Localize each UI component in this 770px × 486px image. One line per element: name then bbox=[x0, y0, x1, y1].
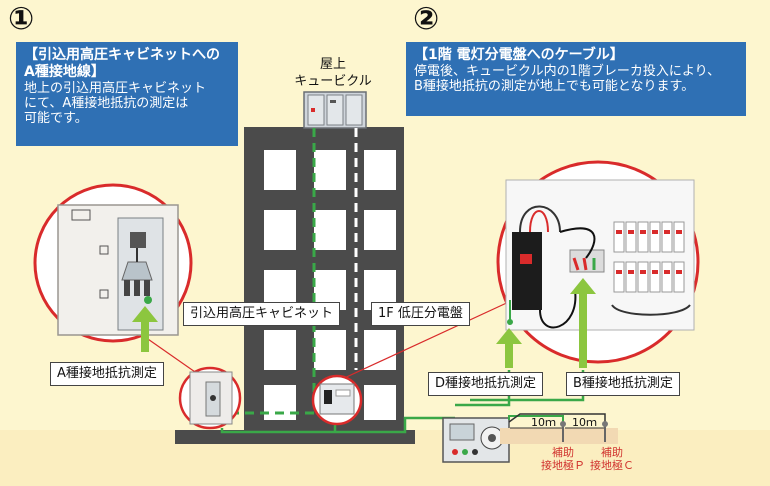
electrode-p-line-1: 補助 bbox=[552, 446, 574, 459]
callout-b-body-1: 停電後、キュービクル内の1階ブレーカ投入により、 bbox=[414, 64, 721, 79]
d-measure-label: D種接地抵抗測定 bbox=[428, 372, 544, 396]
rooftop-cubicle bbox=[303, 91, 367, 129]
building-windows bbox=[264, 150, 396, 420]
callout-a-title-1: 【引込用高圧キャビネットへの bbox=[24, 47, 220, 63]
callout-a-box: 【引込用高圧キャビネットへの A種接地線】 地上の引込用高圧キャビネット にて、… bbox=[16, 42, 238, 146]
callout-a-body-1: 地上の引込用高圧キャビネット bbox=[24, 81, 207, 96]
cabinet-label: 引込用高圧キャビネット bbox=[183, 302, 341, 326]
electrode-c bbox=[602, 421, 608, 442]
soil-strip bbox=[500, 428, 618, 444]
cabinet-zoom-circle bbox=[33, 183, 193, 343]
electrode-c-label: 補助 接地極Ｃ bbox=[584, 446, 640, 472]
measure-arrows bbox=[132, 278, 596, 368]
rooftop-label-line-1: 屋上 bbox=[319, 57, 346, 72]
small-panel-circle bbox=[311, 374, 363, 426]
building-foundation bbox=[175, 430, 415, 444]
arrow-b bbox=[579, 290, 587, 368]
panel-zoom-circle bbox=[496, 160, 700, 364]
badge-one: ① bbox=[8, 1, 35, 37]
callout-a-title-2: A種接地線】 bbox=[24, 64, 105, 80]
callout-a-body-2: にて、A種接地抵抗の測定は bbox=[24, 96, 189, 111]
arrow-a bbox=[141, 318, 149, 352]
b-measure-label: B種接地抵抗測定 bbox=[566, 372, 680, 396]
callout-b-box: 【1階 電灯分電盤へのケーブル】 停電後、キュービクル内の1階ブレーカ投入により… bbox=[406, 42, 746, 116]
callout-a-body-3: 可能です。 bbox=[24, 111, 88, 126]
building bbox=[175, 127, 415, 444]
earth-tester-instrument bbox=[442, 417, 510, 463]
electrode-p-line-2: 接地極Ｐ bbox=[541, 459, 585, 472]
electrode-c-line-2: 接地極Ｃ bbox=[590, 459, 634, 472]
rooftop-cubicle-label: 屋上 キュービクル bbox=[288, 56, 378, 90]
main-breaker bbox=[512, 232, 542, 310]
zoom-line-panel bbox=[339, 299, 514, 381]
callout-b-title: 【1階 電灯分電盤へのケーブル】 bbox=[414, 47, 624, 63]
callout-b-body-2: B種接地抵抗の測定が地上でも可能となります。 bbox=[414, 79, 695, 94]
badge-two: ② bbox=[413, 1, 440, 37]
small-cabinet-circle bbox=[178, 366, 242, 430]
distance-first: 10ｍ bbox=[531, 416, 556, 429]
rooftop-label-line-2: キュービクル bbox=[294, 74, 372, 89]
electrode-c-line-1: 補助 bbox=[601, 446, 623, 459]
arrow-d bbox=[505, 340, 513, 368]
panel-label: 1F 低圧分電盤 bbox=[371, 302, 470, 326]
electrode-p-label: 補助 接地極Ｐ bbox=[535, 446, 591, 472]
a-measure-label: A種接地抵抗測定 bbox=[50, 362, 164, 386]
distance-second: 10ｍ bbox=[572, 416, 597, 429]
electrode-p bbox=[560, 421, 566, 442]
